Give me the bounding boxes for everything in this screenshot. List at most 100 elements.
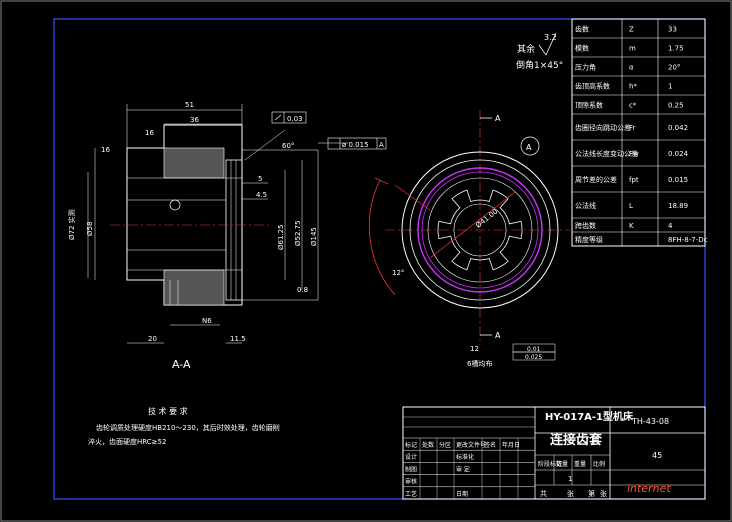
inner-frame — [53, 18, 706, 500]
roughness-value: 3.2 — [544, 33, 557, 42]
sheet-unit-a: 张 — [567, 489, 574, 498]
technical-requirements: 技 术 要 求 齿轮调质处理硬度HB210～230，其后时效处理，齿轮磨削 淬火… — [88, 406, 280, 446]
title-block-cell: 设计 — [405, 453, 417, 461]
title-block-cell: 年月日 — [502, 441, 520, 449]
flatness-value: 0.03 — [287, 115, 303, 123]
tech-req-title: 技 术 要 求 — [148, 406, 188, 416]
dim-0-8: 0.8 — [297, 286, 308, 294]
chamfer-note: 倒角1×45° — [516, 59, 563, 71]
param-label: 跨齿数 — [575, 221, 596, 230]
gear-parameter-table: 齿数 Z 33 模数 m 1.75 压力角 α 20° 齿顶高系数 h* 1 顶隙系数 c* 0.25 齿圈径… — [571, 18, 708, 247]
runout-value: ø 0.015 — [342, 141, 369, 149]
section-marker-top: A — [495, 114, 501, 123]
param-value: 20° — [668, 64, 680, 72]
part-name: 连接齿套 — [550, 432, 603, 448]
scale-label: 比例 — [593, 460, 605, 468]
param-value: 0.25 — [668, 102, 684, 110]
param-symbol: K — [629, 222, 634, 230]
param-label: 齿数 — [575, 25, 589, 34]
param-label: 公法线 — [575, 201, 596, 210]
material: 45 — [652, 451, 662, 460]
sheet-total-label: 共 — [540, 489, 547, 498]
dim-dia58: Ø58 — [86, 222, 94, 236]
dim-5: 5 — [258, 175, 262, 183]
param-label: 齿圈径向跳动公差 — [575, 123, 631, 132]
dim-dia52: Ø52.75 — [294, 220, 302, 246]
param-label: 齿顶高系数 — [575, 82, 610, 91]
param-label: 顶隙系数 — [575, 101, 603, 110]
title-block-cell: 标准化 — [456, 453, 474, 461]
dim-dia145: Ø145 — [310, 227, 318, 246]
param-symbol: L — [629, 202, 633, 210]
dim-dia72: Ø72 实测 — [67, 209, 76, 240]
detail-marker-a: A — [526, 143, 532, 152]
dim-51: 51 — [185, 101, 194, 109]
param-value: 33 — [668, 26, 677, 34]
section-marker-bottom: A — [495, 331, 501, 340]
spline-count: 6槽均布 — [467, 359, 492, 368]
title-block-cell: 分区 — [439, 441, 451, 449]
roughness-16-a: 16 — [145, 129, 154, 137]
param-symbol: Fw — [629, 150, 639, 158]
sheet-no-label: 第 — [588, 489, 595, 498]
title-block-cell: 签名 — [484, 441, 496, 449]
title-block-cell: 审核 — [405, 478, 417, 486]
dim-dia61: Ø61.25 — [277, 224, 285, 250]
sheet-unit-b: 张 — [600, 489, 607, 498]
pos-tol-a: 0.01 — [527, 346, 541, 353]
spline-dia: Ø41.00 — [474, 208, 499, 230]
param-value: 0.042 — [668, 124, 688, 132]
title-block: HY-017A-1型机床 连接齿套 TH-43-08 45 阶段标记 数量 重量… — [402, 406, 706, 500]
param-label: 周节差的公差 — [575, 175, 617, 184]
param-symbol: m — [629, 45, 636, 53]
param-label: 压力角 — [575, 63, 596, 72]
dim-n6: N6 — [202, 317, 212, 325]
drawing-number: TH-43-08 — [631, 417, 669, 426]
title-block-cell: 审 定 — [456, 465, 470, 473]
watermark-text: internet — [627, 482, 671, 495]
end-view: A A A Ø41.00 12 6槽均布 12° 0.01 0.025 — [368, 110, 570, 368]
section-view-label: A-A — [172, 358, 191, 371]
title-block-cell: 日期 — [456, 490, 468, 498]
roughness-16-b: 16 — [101, 146, 110, 154]
param-label: 精度等级 — [575, 235, 603, 244]
param-value: 18.89 — [668, 202, 688, 210]
title-block-cell: 处数 — [422, 441, 434, 449]
param-symbol: Fr — [629, 124, 636, 132]
param-value: 1 — [668, 83, 672, 91]
dim-36: 36 — [190, 116, 199, 124]
qty-value: 1 — [568, 475, 572, 483]
surface-note-label: 其余 — [517, 43, 535, 55]
dim-11-5: 11.5 — [230, 335, 246, 343]
param-value: 4 — [668, 222, 673, 230]
param-value: 0.024 — [668, 150, 689, 158]
tech-req-line-2: 淬火，齿面硬度HRC≥52 — [88, 437, 166, 446]
param-value: 8FH-8-7-Dc — [668, 236, 708, 244]
param-symbol: c* — [629, 102, 637, 110]
dim-60deg: 60° — [282, 142, 294, 150]
title-block-cell: 标记 — [405, 441, 417, 449]
surface-roughness-note: 其余 3.2 倒角1×45° — [516, 32, 563, 71]
slot-width: 12 — [470, 345, 479, 353]
param-symbol: α — [629, 64, 634, 72]
param-label: 模数 — [575, 44, 589, 53]
datum-label: A — [379, 141, 384, 149]
param-value: 0.015 — [668, 176, 688, 184]
weight-label: 重量 — [574, 460, 586, 468]
title-block-cell: 制图 — [405, 465, 417, 473]
title-block-cell: 工艺 — [405, 490, 417, 498]
param-value: 1.75 — [668, 45, 684, 53]
pos-tol-b: 0.025 — [525, 354, 542, 361]
tech-req-line-1: 齿轮调质处理硬度HB210～230，其后时效处理，齿轮磨削 — [96, 423, 280, 432]
param-symbol: Z — [629, 26, 634, 34]
dim-20: 20 — [148, 335, 157, 343]
param-symbol: fpt — [629, 176, 639, 184]
qty-label: 数量 — [556, 460, 568, 468]
dim-4-5: 4.5 — [256, 191, 267, 199]
machine-name: HY-017A-1型机床 — [545, 410, 634, 423]
param-symbol: h* — [629, 83, 637, 91]
section-view: 51 36 16 16 Ø72 实测 Ø58 20 N6 11.5 5 4.5 … — [67, 101, 387, 371]
angle-12: 12° — [392, 269, 404, 277]
